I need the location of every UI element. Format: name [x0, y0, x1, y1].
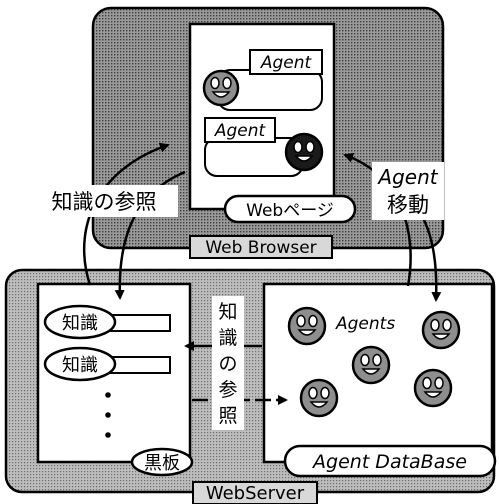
blackboard-panel: 知識 知識 黒板	[36, 282, 194, 477]
knowledge-item-label: 知識	[62, 355, 98, 376]
vertical-label-char: 知	[218, 301, 237, 323]
agent-bubble-label: Agent	[260, 53, 313, 73]
agent-bubble-label: Agent	[214, 121, 267, 141]
vertical-label-char: 照	[218, 405, 237, 427]
knowledge-ref-arrow-down	[114, 170, 186, 300]
web-page: Agent Agent Webページ	[188, 22, 357, 224]
agent-face-icon	[299, 378, 339, 418]
web-server-label: WebServer	[206, 483, 305, 504]
knowledge-reference-label: 知識の参照	[52, 190, 157, 214]
web-browser-label: Web Browser	[205, 238, 316, 258]
ellipsis-dots	[105, 392, 111, 438]
knowledge-item: 知識	[43, 346, 171, 382]
agent-face-icon	[351, 345, 391, 385]
agent-move-label-line1: Agent	[376, 165, 438, 189]
agent-move-label-line2: 移動	[387, 193, 429, 217]
vertical-label-char: 参	[218, 379, 237, 401]
agent-database-label: Agent DataBase	[311, 451, 467, 473]
agents-label: Agents	[335, 314, 395, 334]
vertical-label-char: 識	[218, 327, 237, 349]
web-page-label: Webページ	[246, 201, 334, 221]
agent-face-icon	[284, 132, 324, 172]
agent-face-icon	[421, 310, 461, 350]
knowledge-item: 知識	[43, 304, 171, 340]
blackboard-label: 黒板	[144, 453, 180, 474]
vertical-label-char: の	[218, 353, 237, 375]
agent-face-icon	[287, 306, 327, 346]
agent-face-icon	[202, 69, 240, 107]
knowledge-item-label: 知識	[62, 313, 98, 334]
agent-face-icon	[413, 368, 453, 408]
